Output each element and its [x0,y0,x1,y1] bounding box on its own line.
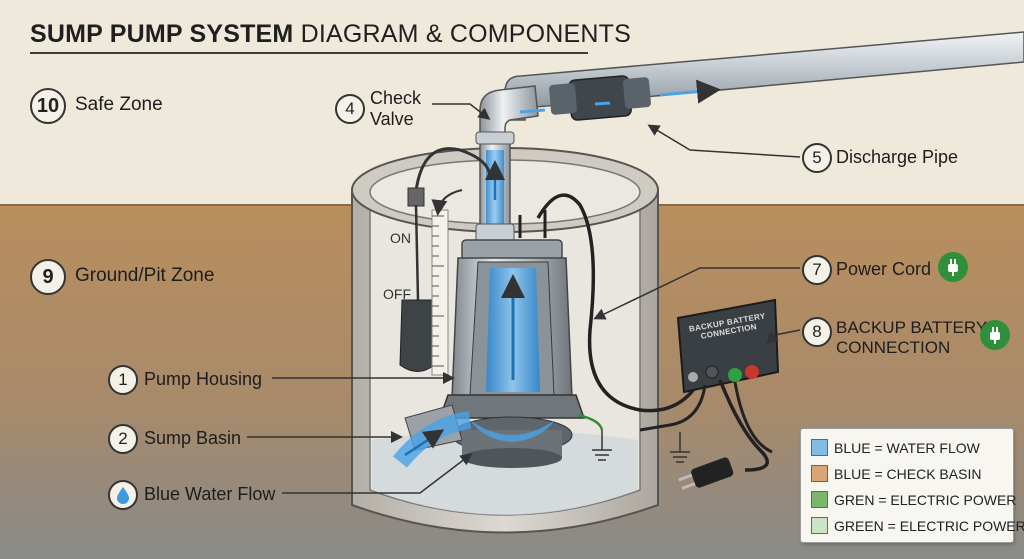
legend-swatch [811,491,828,508]
callout-5-number: 5 [802,143,832,173]
zone-safe-label: Safe Zone [75,94,163,115]
basin-water [372,430,638,515]
check-valve [568,75,632,121]
ground-symbol-2 [670,432,690,463]
plug-icon [938,252,968,282]
discharge-pipe-label: Discharge Pipe [836,147,959,167]
pump-housing-label: Pump Housing [144,369,263,389]
pipe-elbow [479,85,539,141]
flow-arrow-pipe [659,79,721,104]
blue-water-flow-label: Blue Water Flow [144,484,276,504]
page-title: SUMP PUMP SYSTEM DIAGRAM & COMPONENTS [30,20,632,48]
legend-row-water: BLUE = WATER FLOW [811,439,980,456]
float-on-label: ON [390,230,411,246]
legend-row-power-2: GREEN = ELECTRIC POWER [811,517,1024,534]
legend: BLUE = WATER FLOW BLUE = CHECK BASIN GRE… [800,428,1024,543]
legend-swatch [811,465,828,482]
float-switch [399,299,435,372]
zone-9-number: 9 [30,259,66,295]
zone-ground-label: Ground/Pit Zone [75,265,215,286]
callout-1-number: 1 [108,365,138,395]
zone-10-number: 10 [30,88,66,124]
power-cord [536,193,702,413]
callout-2-number: 2 [108,424,138,454]
legend-row-basin: BLUE = CHECK BASIN [811,465,981,482]
legend-swatch [811,517,828,534]
legend-row-power: GREN = ELECTRIC POWER [811,491,1016,508]
check-valve-label: Check Valve [370,88,422,129]
ground-symbol-1 [592,430,612,461]
legend-swatch [811,439,828,456]
backup-battery-label: BACKUP BATTERY CONNECTION [836,318,988,357]
leader-lines [247,103,801,494]
plug-icon-battery [980,320,1010,350]
water-drop-icon [108,480,138,510]
title-underline [30,52,588,54]
callout-4-number: 4 [335,94,365,124]
plug [678,457,734,490]
callout-7-number: 7 [802,255,832,285]
level-gauge [431,209,449,376]
float-off-label: OFF [383,286,411,302]
power-cord-label: Power Cord [836,259,932,279]
callout-8-number: 8 [802,317,832,347]
sump-basin-label: Sump Basin [144,428,242,448]
